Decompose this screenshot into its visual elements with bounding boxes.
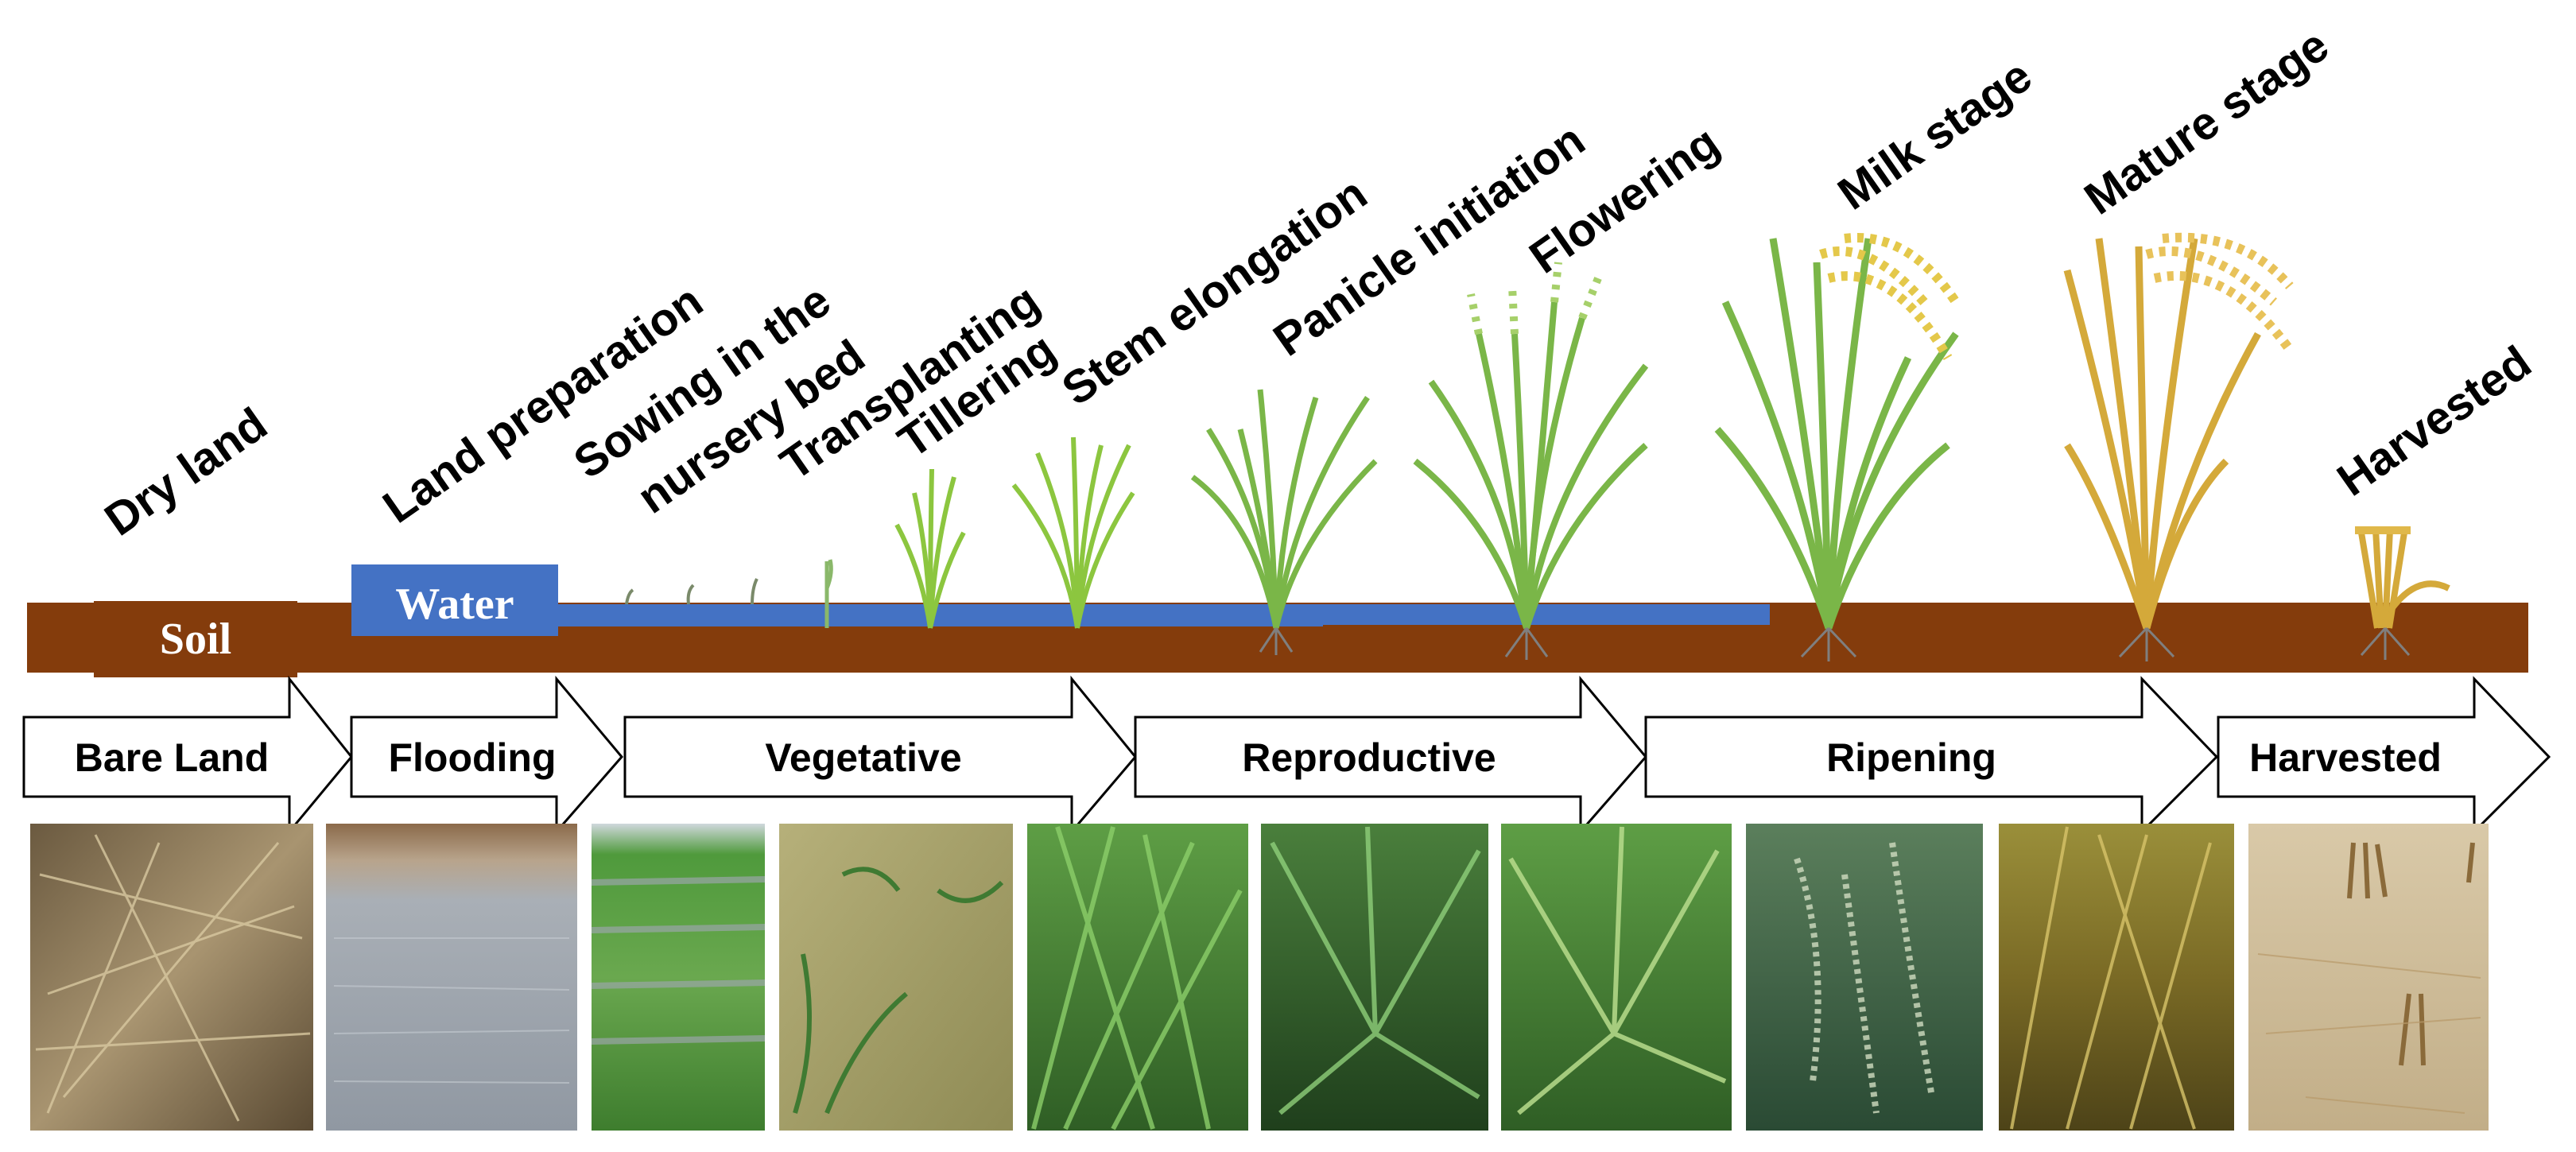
soil-raised-left bbox=[94, 601, 297, 677]
stage-label-mature-stage: Mature stage bbox=[2075, 19, 2337, 224]
soil-water-band: Soil Water bbox=[27, 564, 2528, 677]
photo-strip bbox=[30, 824, 2489, 1131]
panicle-plant-icon bbox=[1190, 389, 1378, 629]
arrow-reproductive bbox=[1134, 675, 1647, 836]
stage-label-milk-stage: Milk stage bbox=[1829, 50, 2041, 220]
soil-step bbox=[1323, 625, 1776, 636]
flowering-plant-icon bbox=[1413, 262, 1649, 630]
roots-icon bbox=[1259, 626, 2411, 661]
water-band-1 bbox=[558, 604, 1323, 626]
stubble-photo bbox=[2248, 824, 2489, 1131]
rice-panicle-photo bbox=[1501, 824, 1732, 1131]
phase-label-flooding: Flooding bbox=[388, 735, 556, 780]
phase-label-vegetative: Vegetative bbox=[765, 735, 961, 780]
arrow-harvested bbox=[2217, 676, 2551, 835]
seedling-icon bbox=[824, 559, 833, 628]
milk-grain-photo bbox=[1746, 824, 1983, 1131]
water-box bbox=[351, 564, 558, 636]
soil-label: Soil bbox=[160, 615, 231, 664]
phase-label-bare-land: Bare Land bbox=[75, 735, 270, 780]
water-band-2 bbox=[1323, 604, 1770, 625]
stage-label-dry-land: Dry land bbox=[95, 398, 276, 545]
sprout-icon bbox=[625, 578, 758, 605]
plant-illustrations bbox=[625, 232, 2450, 661]
arrow-vegetative bbox=[623, 675, 1137, 836]
dry-straw-photo bbox=[30, 824, 313, 1131]
green-leaves-photo bbox=[1027, 824, 1248, 1131]
water-label: Water bbox=[395, 580, 514, 629]
phase-label-reproductive: Reproductive bbox=[1242, 735, 1496, 780]
stem-elongation-plant-icon bbox=[1011, 436, 1135, 629]
arrow-ripening bbox=[1644, 676, 2219, 835]
phase-label-harvested: Harvested bbox=[2249, 735, 2442, 780]
flooded-field-photo bbox=[326, 824, 577, 1131]
tillering-plant-icon bbox=[894, 468, 966, 629]
nursery-rows-photo bbox=[591, 824, 766, 1131]
mature-stage-plant-icon bbox=[2063, 232, 2294, 630]
arrow-flooding bbox=[350, 675, 623, 836]
rice-plant-photo bbox=[1261, 824, 1488, 1131]
harvested-stubble-icon bbox=[2355, 526, 2450, 629]
seedlings-in-water-photo bbox=[779, 824, 1013, 1131]
phase-arrows: Bare Land Flooding Vegetative Reproducti… bbox=[22, 675, 2551, 836]
stage-label-harvested: Harvested bbox=[2328, 336, 2540, 506]
milk-stage-plant-icon bbox=[1714, 233, 1960, 630]
phase-label-ripening: Ripening bbox=[1826, 735, 1996, 780]
golden-rice-photo bbox=[1999, 824, 2234, 1131]
arrow-bare-land bbox=[22, 675, 353, 836]
